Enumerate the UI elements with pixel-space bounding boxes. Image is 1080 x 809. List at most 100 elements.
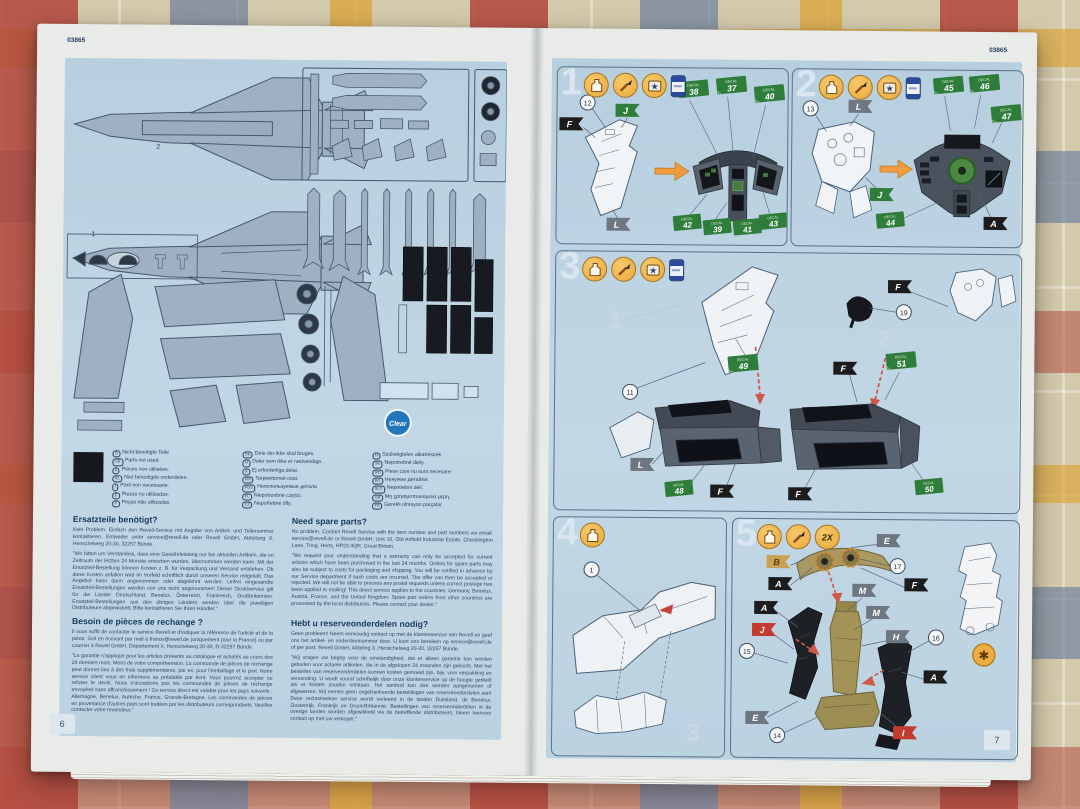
- svg-text:J: J: [759, 625, 765, 635]
- section-english: Need spare parts? No problem. Contact Re…: [291, 516, 493, 620]
- legend-text: Μη χρησιμοποιούμενα μέρη.: [384, 493, 451, 500]
- section-title-de: Ersatzteile benötigt?: [72, 513, 158, 525]
- step-tools: ★: [583, 72, 686, 99]
- svg-text:F: F: [841, 364, 847, 374]
- lang-code: TR: [372, 502, 383, 510]
- legend-text: Ненужни детайли.: [384, 476, 429, 484]
- svg-text:1: 1: [590, 567, 594, 574]
- step-1-diagram: 12 F J L: [559, 75, 788, 236]
- fuselage-nose-line-art: [572, 581, 716, 674]
- svg-text:19: 19: [900, 310, 908, 317]
- paint-flag-A-top: A: [768, 567, 813, 591]
- svg-text:40: 40: [764, 91, 776, 102]
- decal-icon: ★: [641, 72, 667, 99]
- aircraft-label: 1: [91, 231, 95, 238]
- parts-overview-diagram: 2 1: [66, 67, 507, 437]
- seat-pan-part: [814, 691, 880, 731]
- svg-text:J: J: [877, 190, 883, 200]
- svg-text:39: 39: [713, 225, 723, 235]
- lang-code: GB: [112, 458, 123, 467]
- svg-text:B: B: [773, 557, 780, 567]
- page-number-left: 6: [49, 713, 76, 735]
- paint-flag-F: F: [860, 567, 929, 592]
- ghost-subassembly-1: 1: [608, 304, 623, 334]
- paint-flag-A-left: A: [754, 600, 799, 628]
- svg-text:A: A: [989, 219, 997, 229]
- part-callout-16: 16: [907, 629, 944, 653]
- svg-text:A: A: [929, 672, 937, 682]
- section-p2-fr: "La garantie s'applique pour les article…: [71, 653, 273, 714]
- lang-code: E: [112, 491, 120, 500]
- clear-parts-sprue: Clear: [379, 382, 479, 437]
- legend-text: Parti non necessarie.: [120, 482, 170, 490]
- legend-text: Gerekli olmayan parçalar.: [384, 501, 444, 509]
- svg-text:DECAL: DECAL: [895, 355, 907, 360]
- step-5-diagram: E 17 F B: [738, 533, 1003, 751]
- finished-marker: ✱: [972, 643, 996, 667]
- svg-text:★: ★: [649, 265, 657, 275]
- svg-text:15: 15: [743, 649, 751, 656]
- svg-text:A: A: [774, 579, 782, 589]
- legend-text: Ej erforderliga delar.: [251, 467, 299, 474]
- paint-flag-J: J: [865, 177, 894, 202]
- paint-flag-F-mid: F: [833, 361, 858, 402]
- assembly-step-3: 3 ★ 1: [553, 245, 1023, 515]
- paintbrush-icon: [785, 524, 811, 550]
- svg-text:A: A: [760, 603, 768, 613]
- paint-pot-icon: [905, 76, 921, 99]
- paint-flag-I-red: I: [881, 713, 918, 740]
- decal-icon: ★: [640, 256, 666, 283]
- aircraft-bottom-view: 2: [72, 77, 374, 181]
- svg-text:DECAL: DECAL: [763, 87, 775, 92]
- step-tools: 2X: [756, 523, 840, 550]
- left-page-panel: 2 1: [59, 57, 507, 740]
- part-callout-19: 19: [869, 304, 912, 321]
- assembly-step-4: 4 1: [550, 511, 727, 758]
- instruction-booklet: 03865 2: [30, 23, 1038, 781]
- clear-label: Clear: [389, 421, 408, 428]
- lang-code: S: [242, 468, 250, 476]
- lang-code: GR: [372, 494, 383, 502]
- svg-text:42: 42: [682, 220, 693, 230]
- step-2-diagram: 13 L J: [802, 73, 1022, 231]
- paint-flag-A-right: A: [901, 670, 948, 684]
- ghost-subassembly-3: 3: [686, 719, 700, 746]
- legend-text: Nepotřebné díly.: [254, 500, 292, 507]
- lang-code: CZ: [242, 501, 253, 509]
- svg-text:J: J: [623, 106, 629, 116]
- paint-flag-F-b1: F: [710, 460, 737, 498]
- paint-flag-J: J: [615, 103, 640, 128]
- svg-text:I: I: [902, 728, 905, 738]
- paint-flag-F-b2: F: [788, 463, 819, 501]
- legend-text: Dele der ikke skal bruges.: [254, 450, 315, 458]
- svg-text:49: 49: [737, 361, 749, 372]
- assembly-step-1: 1 ★: [555, 61, 789, 247]
- svg-text:L: L: [614, 220, 620, 230]
- svg-text:17: 17: [894, 564, 902, 571]
- part-callout-1: 1: [583, 561, 640, 611]
- black-parts-sprue: [398, 246, 494, 354]
- svg-text:F: F: [567, 119, 573, 129]
- svg-text:★: ★: [885, 83, 893, 93]
- throttle-part: [846, 296, 873, 329]
- right-page-panel: 1 ★: [545, 58, 1024, 763]
- clear-badge: [383, 408, 412, 437]
- paint-flag-J-red: J: [751, 622, 795, 650]
- glue-icon: [818, 74, 844, 100]
- paint-flag-E-bottom: E: [745, 700, 798, 725]
- weapons-sprue: [301, 67, 507, 183]
- part-callout-13: 13: [802, 100, 827, 132]
- cockpit-tub-painted: [692, 150, 784, 222]
- lang-code: FIN: [242, 476, 254, 484]
- svg-text:H: H: [893, 632, 900, 642]
- svg-text:44: 44: [885, 218, 896, 228]
- svg-text:48: 48: [673, 486, 684, 496]
- svg-text:✱: ✱: [978, 648, 989, 663]
- left-page: 03865 2: [31, 24, 538, 776]
- assembly-arrow: [879, 159, 913, 179]
- svg-text:DECAL: DECAL: [978, 77, 990, 82]
